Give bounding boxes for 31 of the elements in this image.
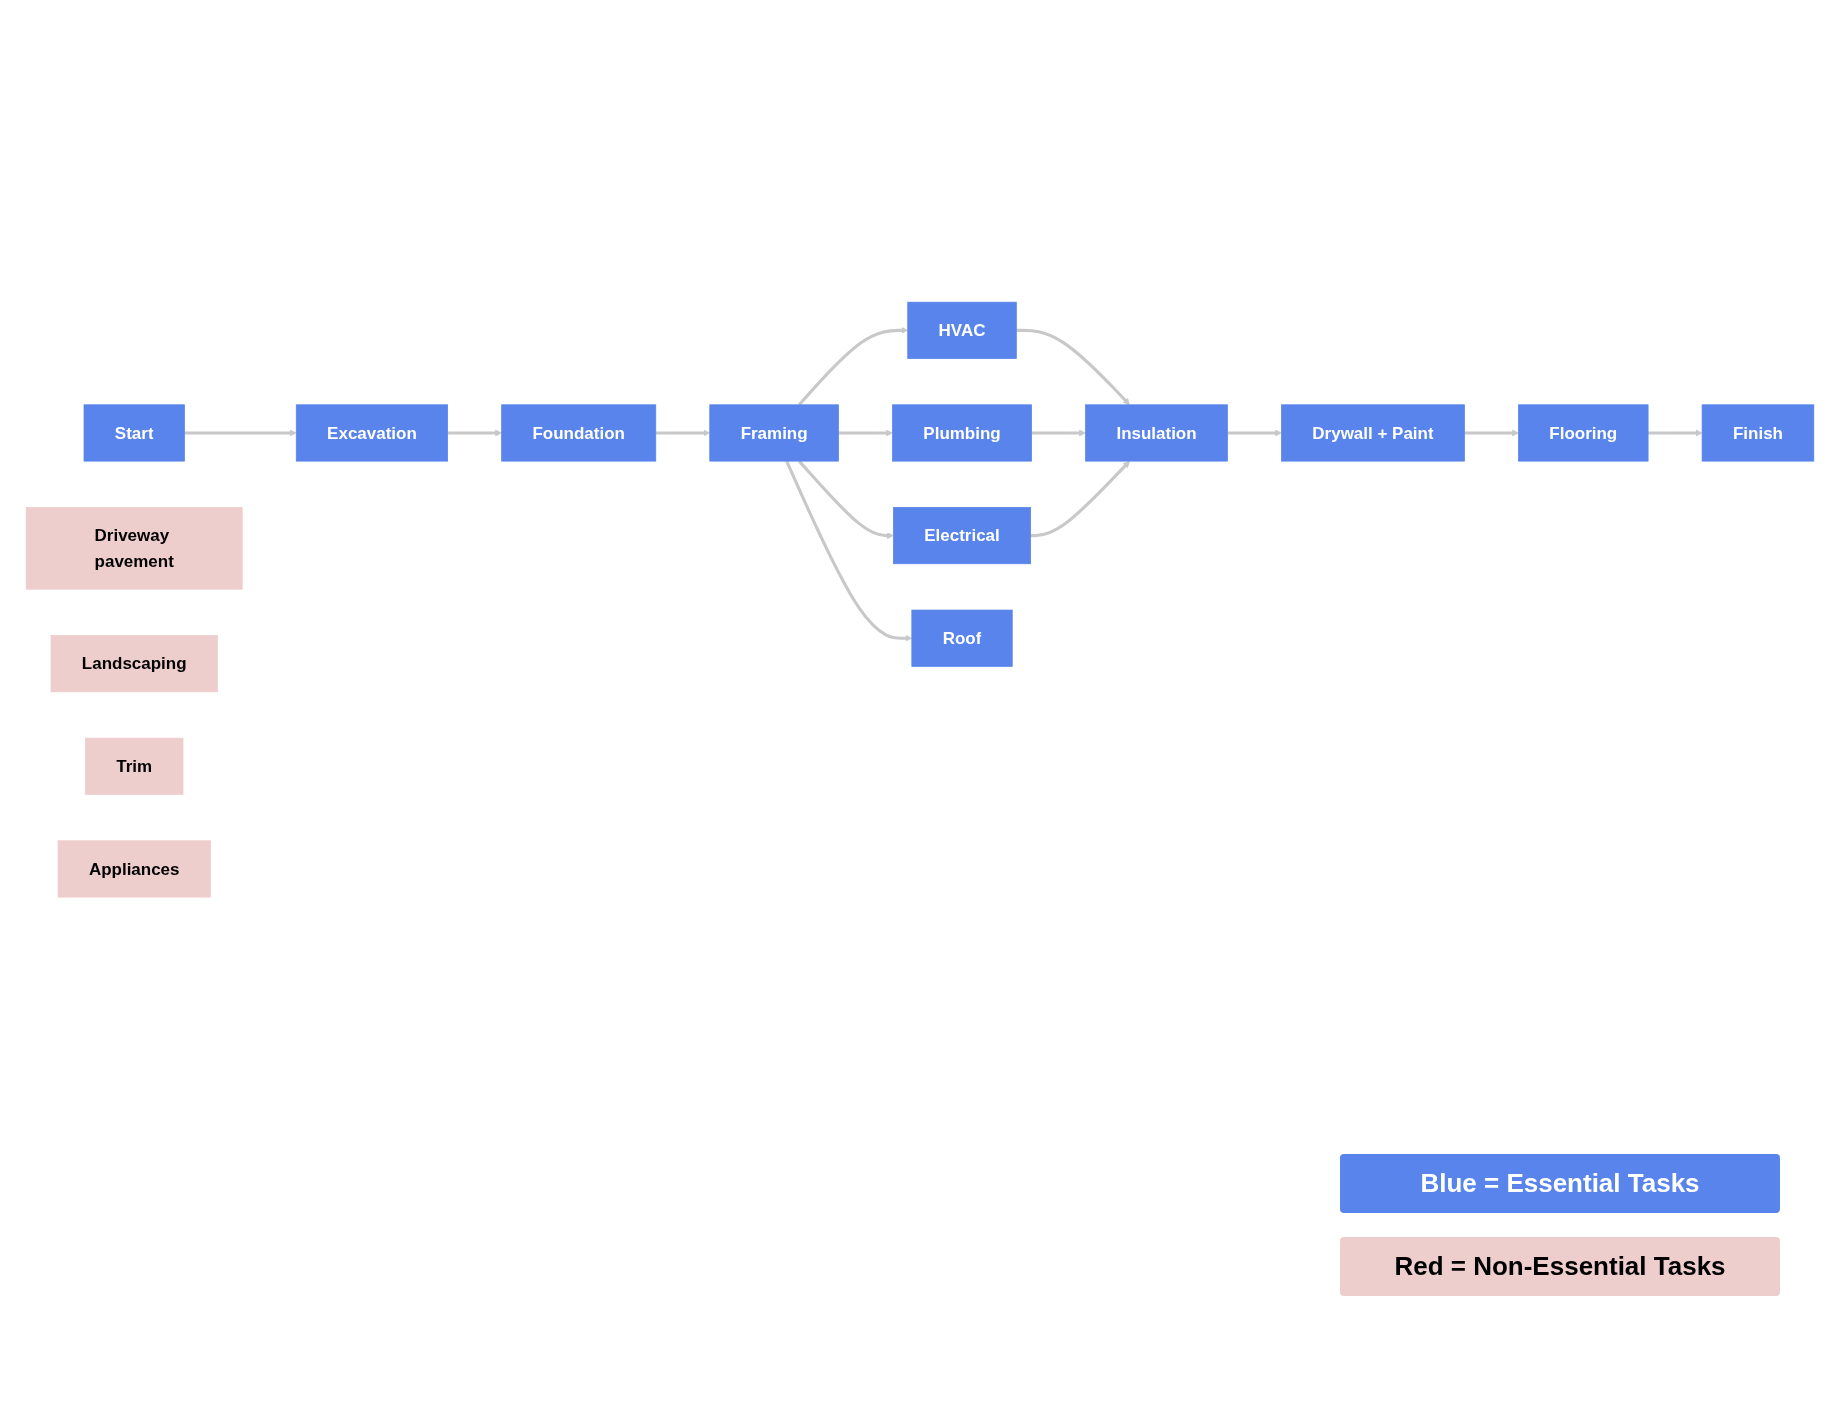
node-box: Start (83, 404, 185, 462)
arrow (838, 429, 893, 437)
node-box: Drywall + Paint (1281, 404, 1465, 462)
arrow (785, 460, 913, 642)
arrow (655, 429, 711, 437)
legend-item: Blue = Essential Tasks (1340, 1154, 1780, 1213)
node-box: Driveway pavement (25, 507, 243, 590)
node-box: Plumbing (892, 404, 1032, 462)
node-box: Appliances (57, 840, 211, 898)
node-box: Landscaping (50, 635, 218, 693)
node-box: Finish (1701, 404, 1815, 462)
node-box: Electrical (893, 507, 1032, 565)
arrow (1030, 461, 1130, 538)
arrow (1227, 429, 1282, 437)
node-box: Foundation (501, 404, 657, 462)
node-box: Framing (709, 404, 839, 462)
arrow (447, 429, 502, 437)
legend-item: Red = Non-Essential Tasks (1340, 1237, 1780, 1296)
arrow (1031, 429, 1086, 437)
arrow (184, 429, 297, 437)
node-box: Excavation (295, 404, 448, 462)
node-box: Trim (85, 738, 184, 796)
arrow (1464, 429, 1519, 437)
arrow (1016, 329, 1130, 406)
node-box: Roof (911, 610, 1013, 668)
arrow (798, 327, 909, 407)
arrow (1648, 429, 1703, 437)
node-box: HVAC (907, 302, 1017, 360)
arrow (798, 460, 894, 540)
node-box: Insulation (1085, 404, 1228, 462)
node-box: Flooring (1518, 404, 1649, 462)
